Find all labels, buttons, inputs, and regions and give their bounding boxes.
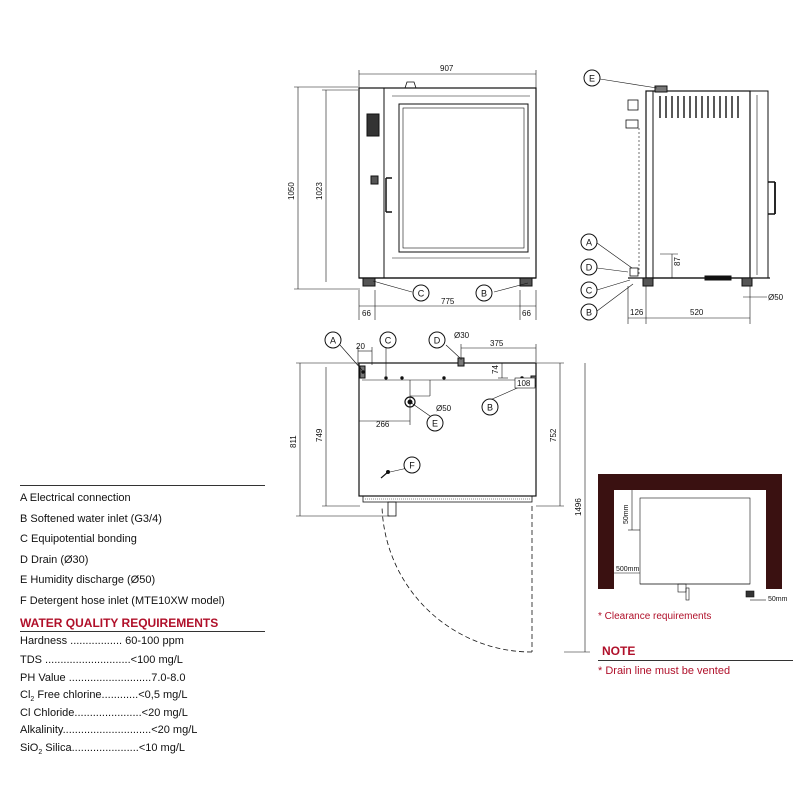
dim-126: 126	[630, 308, 644, 317]
callout-c-top: C	[379, 331, 397, 349]
dim-20: 20	[356, 342, 365, 351]
clearance-view	[598, 474, 782, 601]
dim-108: 108	[517, 379, 531, 388]
svg-text:B: B	[481, 289, 487, 299]
wq-row-chlorine: Cl2 Free chlorine............<0,5 mg/L	[20, 689, 188, 704]
svg-text:C: C	[418, 289, 425, 299]
clearance-note-text: * Clearance requirements	[598, 611, 712, 622]
legend-f: F Detergent hose inlet (MTE10XW model)	[20, 595, 225, 607]
dim-top-d30: Ø30	[454, 331, 470, 340]
side-view	[596, 78, 776, 324]
dim-clear-500mm: 500mm	[616, 566, 640, 573]
legend-divider	[20, 485, 265, 486]
wq-row-chloride: Cl Chloride......................<20 mg/…	[20, 707, 188, 719]
callout-a-top: A	[324, 331, 342, 349]
callout-c-front: C	[412, 284, 430, 302]
front-view	[294, 70, 537, 320]
water-quality-divider	[20, 631, 265, 632]
wq-row-ph: PH Value ...........................7.0-…	[20, 672, 186, 684]
dim-66-right: 66	[522, 309, 531, 318]
note-divider	[598, 660, 793, 661]
svg-text:A: A	[586, 238, 592, 248]
clearance-note: * Clearance requirements	[598, 611, 711, 622]
svg-text:E: E	[589, 74, 595, 84]
callout-b-top: B	[481, 398, 499, 416]
dim-side-d50: Ø50	[768, 293, 784, 302]
note-text: * Drain line must be vented	[598, 665, 731, 677]
callout-e-side: E	[583, 69, 601, 87]
wq-row-tds: TDS ............................<100 mg/…	[20, 654, 183, 666]
svg-text:F: F	[409, 461, 415, 471]
svg-text:B: B	[487, 403, 493, 413]
dim-907: 907	[440, 64, 454, 73]
dim-811: 811	[289, 435, 298, 448]
callout-d-top: D	[428, 331, 446, 349]
dim-266: 266	[376, 420, 390, 429]
dim-66-left: 66	[362, 309, 371, 318]
callout-e-top: E	[426, 414, 444, 432]
water-quality-title: WATER QUALITY REQUIREMENTS	[20, 616, 219, 630]
wq-row-hardness: Hardness ................. 60-100 ppm	[20, 635, 184, 647]
wq-row-silica: SiO2 Silica......................<10 mg/…	[20, 742, 185, 757]
legend-d: D Drain (Ø30)	[20, 554, 89, 566]
svg-text:D: D	[586, 263, 593, 273]
legend-b: B Softened water inlet (G3/4)	[20, 513, 162, 525]
wq-row-alkalinity: Alkalinity.............................<…	[20, 724, 198, 736]
legend-c: C Equipotential bonding	[20, 533, 137, 545]
dim-108-box	[514, 377, 536, 389]
dim-1496: 1496	[574, 498, 583, 516]
svg-text:C: C	[586, 286, 593, 296]
dim-752: 752	[549, 428, 558, 442]
dim-clear-50mm-side: 50mm	[768, 596, 788, 603]
legend-e: E Humidity discharge (Ø50)	[20, 574, 156, 586]
legend-a: A Electrical connection	[20, 492, 131, 504]
svg-text:A: A	[330, 336, 336, 346]
callout-f-top: F	[403, 456, 421, 474]
dim-1023: 1023	[315, 182, 324, 200]
svg-text:B: B	[586, 308, 592, 318]
callout-d-side: D	[580, 258, 598, 276]
callout-b-front: B	[475, 284, 493, 302]
callout-a-side: A	[580, 233, 598, 251]
dim-clear-50mm-top: 50mm	[623, 504, 630, 524]
dim-775: 775	[441, 297, 455, 306]
dim-1050: 1050	[287, 182, 296, 200]
svg-text:E: E	[432, 419, 438, 429]
callout-b-side: B	[580, 303, 598, 321]
dim-520: 520	[690, 308, 704, 317]
top-view	[296, 344, 590, 653]
svg-text:C: C	[385, 336, 392, 346]
note-title: NOTE	[602, 644, 636, 658]
dim-87: 87	[673, 257, 682, 266]
dim-74: 74	[491, 365, 500, 374]
callout-c-side: C	[580, 281, 598, 299]
dim-top-d50: Ø50	[436, 404, 452, 413]
dim-375: 375	[490, 339, 504, 348]
dim-749: 749	[315, 428, 324, 442]
svg-text:D: D	[434, 336, 441, 346]
